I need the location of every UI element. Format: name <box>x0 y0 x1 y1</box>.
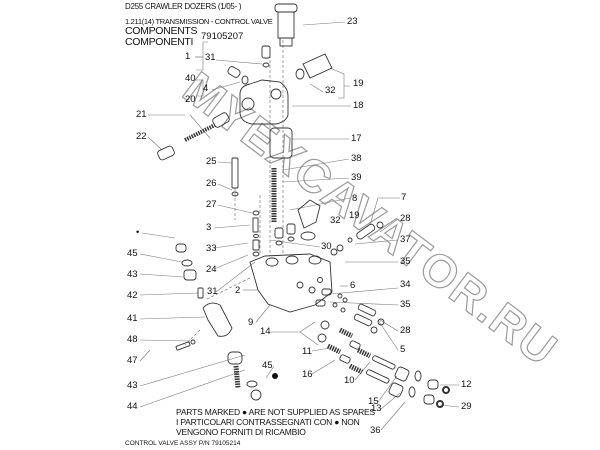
callout-43b: 43 <box>127 380 138 391</box>
callout-35: 35 <box>400 256 411 267</box>
callout-15: 15 <box>368 396 379 407</box>
note-line-italian-2: VENGONO FORNITI DI RICAMBIO <box>176 427 306 437</box>
callout-8: 8 <box>352 193 358 204</box>
callout-3: 3 <box>206 222 212 233</box>
section-title: 1.211(14) TRANSMISSION - CONTROL VALVE <box>125 17 273 26</box>
callout-18: 18 <box>353 100 364 111</box>
callout-33: 33 <box>206 243 217 254</box>
part-40-plug <box>227 66 249 85</box>
callout-48: 48 <box>127 334 138 345</box>
part-25-bolt <box>231 157 239 197</box>
callout-26: 26 <box>206 178 217 189</box>
callout-14: 14 <box>260 326 271 337</box>
callout-39: 39 <box>351 172 362 183</box>
part-23-plug <box>274 3 298 47</box>
title-english: COMPONENTS <box>125 25 198 37</box>
callout-19b: 19 <box>349 210 360 221</box>
left-column-parts <box>175 243 262 401</box>
callout-25: 25 <box>206 156 217 167</box>
callout-28: 28 <box>400 213 411 224</box>
part-17-piston <box>269 127 293 159</box>
assembly-part-number-footer: CONTROL VALVE ASSY P/N 79105214 <box>125 440 241 447</box>
callout-35b: 35 <box>400 299 411 310</box>
callout-38: 38 <box>351 153 362 164</box>
part-7-valve <box>330 221 384 256</box>
callout-13: 13 <box>371 403 382 414</box>
callout-31b: 31 <box>207 286 218 297</box>
callout-not-supplied-dot: • <box>136 227 140 238</box>
callout-47: 47 <box>127 355 138 366</box>
callout-4: 4 <box>203 83 209 94</box>
callout-45b: 45 <box>262 360 273 371</box>
model-title: D255 CRAWLER DOZERS (1/05- ) <box>125 2 242 11</box>
callout-6: 6 <box>350 280 356 291</box>
part-30-plugs <box>274 223 296 246</box>
note-line-english: PARTS MARKED ● ARE NOT SUPPLIED AS SPARE… <box>176 407 375 417</box>
callout-19: 19 <box>353 78 364 89</box>
part-number: 79105207 <box>201 31 244 42</box>
part-18-housing <box>239 79 289 125</box>
callout-11: 11 <box>302 346 312 357</box>
callout-23: 23 <box>347 16 358 27</box>
callout-22: 22 <box>136 131 147 142</box>
title-italian: COMPONENTI <box>125 36 194 48</box>
part-1-fitting <box>261 45 271 68</box>
callout-32: 32 <box>325 85 336 96</box>
callout-5: 5 <box>400 344 406 355</box>
callout-1: 1 <box>185 51 191 62</box>
callout-10: 10 <box>344 375 355 386</box>
not-supplied-dot-icon <box>272 373 278 379</box>
callout-32b: 32 <box>330 215 341 226</box>
right-valve-parts <box>315 288 450 408</box>
callout-41: 41 <box>127 313 138 324</box>
part-19-fitting <box>295 53 333 80</box>
callout-37: 37 <box>400 234 411 245</box>
part-8-valve <box>297 199 321 241</box>
note-line-italian-1: I PARTICOLARI CONTRASSEGNATI CON ● NON <box>176 417 360 427</box>
part-3-pin <box>252 210 260 257</box>
callout-24: 24 <box>206 264 217 275</box>
callout-21: 21 <box>136 109 147 120</box>
callout-45: 45 <box>127 248 138 259</box>
callout-9: 9 <box>248 317 254 328</box>
callout-40: 40 <box>185 73 196 84</box>
callout-7: 7 <box>401 192 407 203</box>
callout-34: 34 <box>400 279 411 290</box>
callout-28b: 28 <box>400 325 411 336</box>
part-2-valve-body <box>249 253 333 313</box>
callout-43: 43 <box>127 269 138 280</box>
callout-27: 27 <box>206 199 217 210</box>
callout-44: 44 <box>127 401 138 412</box>
callout-42: 42 <box>127 290 138 301</box>
callout-20: 20 <box>185 94 196 105</box>
callout-29: 29 <box>461 401 472 412</box>
part-21-spring <box>184 123 216 142</box>
callout-31: 31 <box>205 52 216 63</box>
callout-16: 16 <box>302 369 313 380</box>
callout-17: 17 <box>351 133 362 144</box>
callout-2: 2 <box>235 285 241 296</box>
callout-36: 36 <box>370 425 381 436</box>
callout-30: 30 <box>321 241 332 252</box>
callout-12: 12 <box>461 379 472 390</box>
part-22-fitting <box>157 145 175 161</box>
